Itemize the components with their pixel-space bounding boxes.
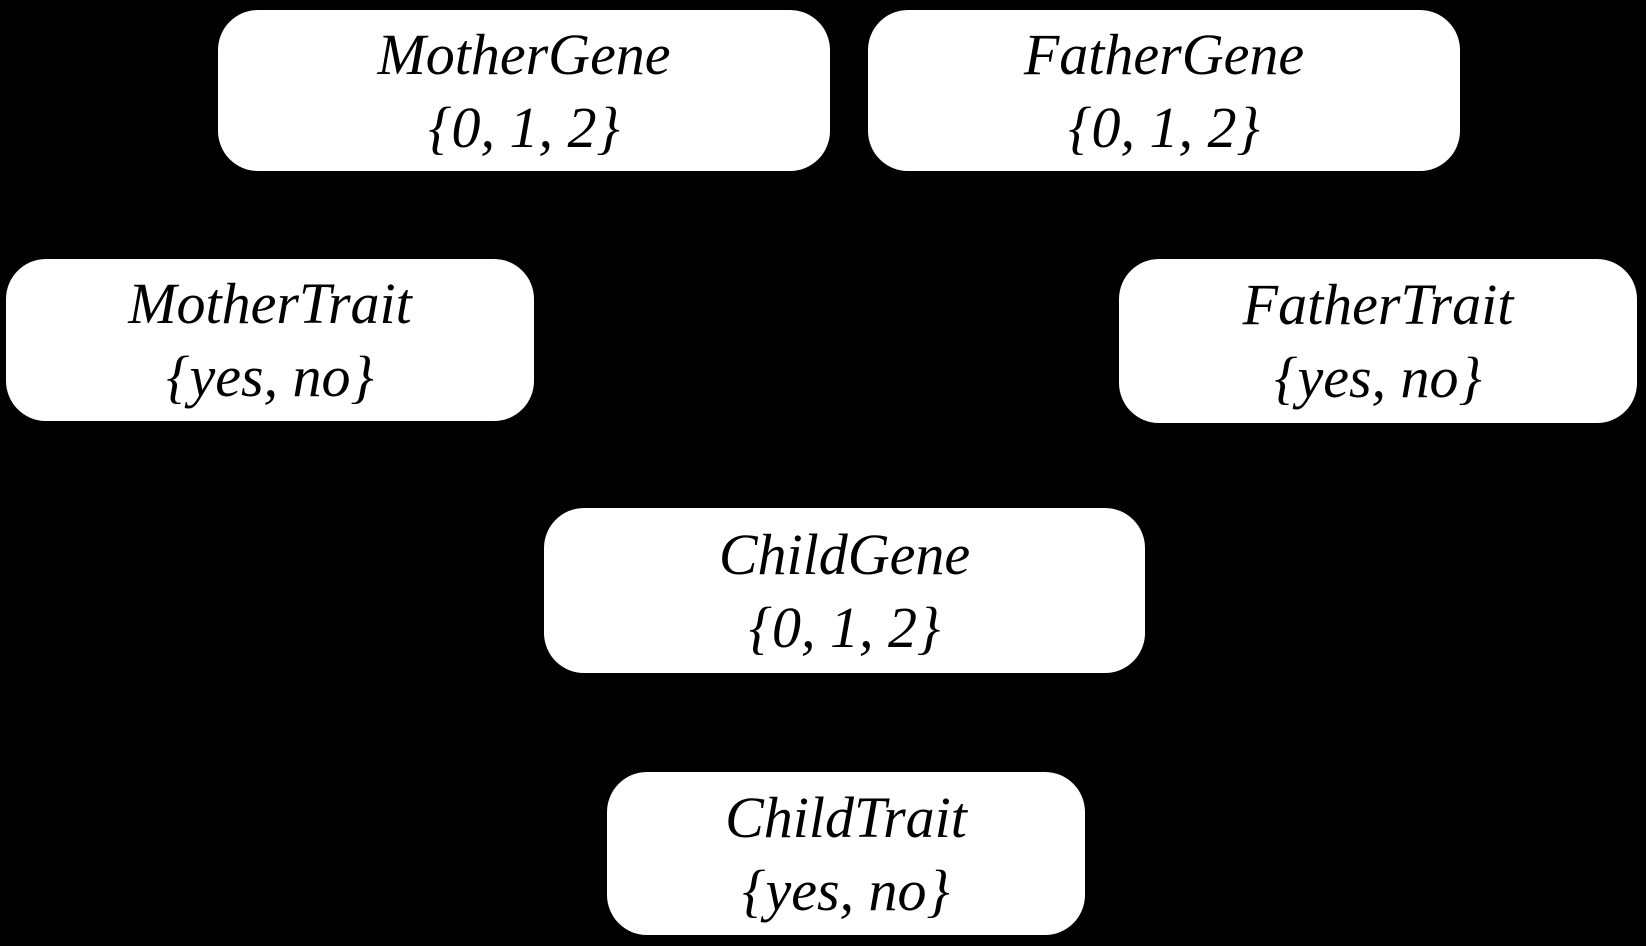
node-father-gene: FatherGene {0, 1, 2} <box>868 10 1460 171</box>
node-child-trait: ChildTrait {yes, no} <box>607 772 1085 935</box>
node-mother-trait-label: MotherTrait <box>128 271 412 336</box>
node-mother-trait-values: {yes, no} <box>166 344 374 409</box>
node-mother-trait: MotherTrait {yes, no} <box>6 259 534 421</box>
node-child-gene-label: ChildGene <box>718 521 971 587</box>
node-child-trait-label: ChildTrait <box>725 784 967 850</box>
node-father-gene-values: {0, 1, 2} <box>1068 94 1260 160</box>
node-father-trait: FatherTrait {yes, no} <box>1119 259 1637 423</box>
node-mother-gene-label: MotherGene <box>377 21 671 87</box>
node-child-trait-values: {yes, no} <box>742 857 950 923</box>
node-father-gene-label: FatherGene <box>1023 21 1305 87</box>
node-child-gene: ChildGene {0, 1, 2} <box>544 508 1145 673</box>
node-father-trait-values: {yes, no} <box>1274 345 1482 410</box>
node-mother-gene-values: {0, 1, 2} <box>428 94 620 160</box>
node-child-gene-values: {0, 1, 2} <box>748 594 941 660</box>
node-father-trait-label: FatherTrait <box>1242 272 1514 337</box>
node-mother-gene: MotherGene {0, 1, 2} <box>218 10 830 171</box>
